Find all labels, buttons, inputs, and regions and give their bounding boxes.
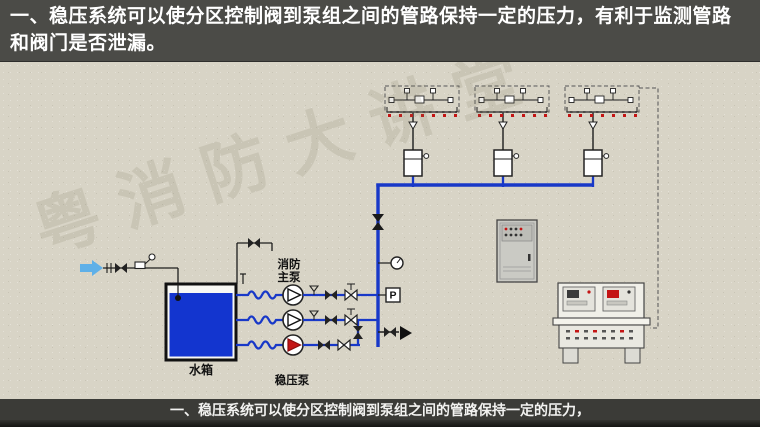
fire-main-pump-label-line2: 主泵 (278, 270, 301, 284)
pressure-switch: P (378, 287, 401, 303)
tank-overflow-line (236, 238, 273, 284)
inlet-piping (80, 253, 179, 284)
pressure-gauge-icon (378, 256, 404, 270)
water-tank-label: 水箱 (189, 362, 213, 377)
fire-pump-2 (282, 309, 304, 331)
diagram-labels: 水箱 消防 主泵 稳压泵 (189, 257, 310, 387)
fire-main-pump-label-line1: 消防 (278, 257, 301, 271)
sprinkler-zone-3 (563, 84, 641, 189)
fire-pump-1 (282, 284, 304, 306)
check-valve-icon (318, 290, 337, 350)
control-cabinet (496, 219, 538, 283)
jockey-pump-label: 稳压泵 (275, 373, 310, 387)
piping-diagram: P (80, 84, 659, 387)
signal-dashed-line (639, 87, 659, 329)
slide-header: 一、稳压系统可以使分区控制阀到泵组之间的管路保持一定的压力，有利于监测管路和阀门… (0, 0, 760, 62)
sprinkler-zone-2 (473, 84, 551, 189)
slide-caption: 一、稳压系统可以使分区控制阀到泵组之间的管路保持一定的压力， (0, 399, 760, 420)
pump-suction-lines (236, 290, 283, 350)
slide-caption-text: 一、稳压系统可以使分区控制阀到泵组之间的管路保持一定的压力， (170, 401, 590, 418)
bottom-strip (0, 420, 760, 427)
control-console (552, 282, 651, 364)
drain-arrow-icon (400, 326, 412, 340)
diagram-area: 粤消防大讲堂 (0, 62, 760, 399)
tank-water (169, 293, 233, 357)
pressure-switch-label: P (389, 290, 396, 302)
water-tank (164, 273, 246, 362)
cabinet-handle (528, 254, 531, 261)
gate-valve-icon (337, 283, 358, 352)
float-valve-icon (134, 253, 156, 270)
sprinkler-zone-1 (383, 84, 461, 189)
inlet-valve-icon (115, 263, 127, 273)
main-riser-valve-icon (372, 214, 384, 230)
jockey-pump (282, 334, 304, 356)
inlet-flow-arrow-icon (80, 260, 103, 276)
discharge-fittings (308, 283, 363, 352)
test-drain-branch (378, 326, 412, 340)
slide-header-text: 一、稳压系统可以使分区控制阀到泵组之间的管路保持一定的压力，有利于监测管路和阀门… (10, 5, 732, 54)
